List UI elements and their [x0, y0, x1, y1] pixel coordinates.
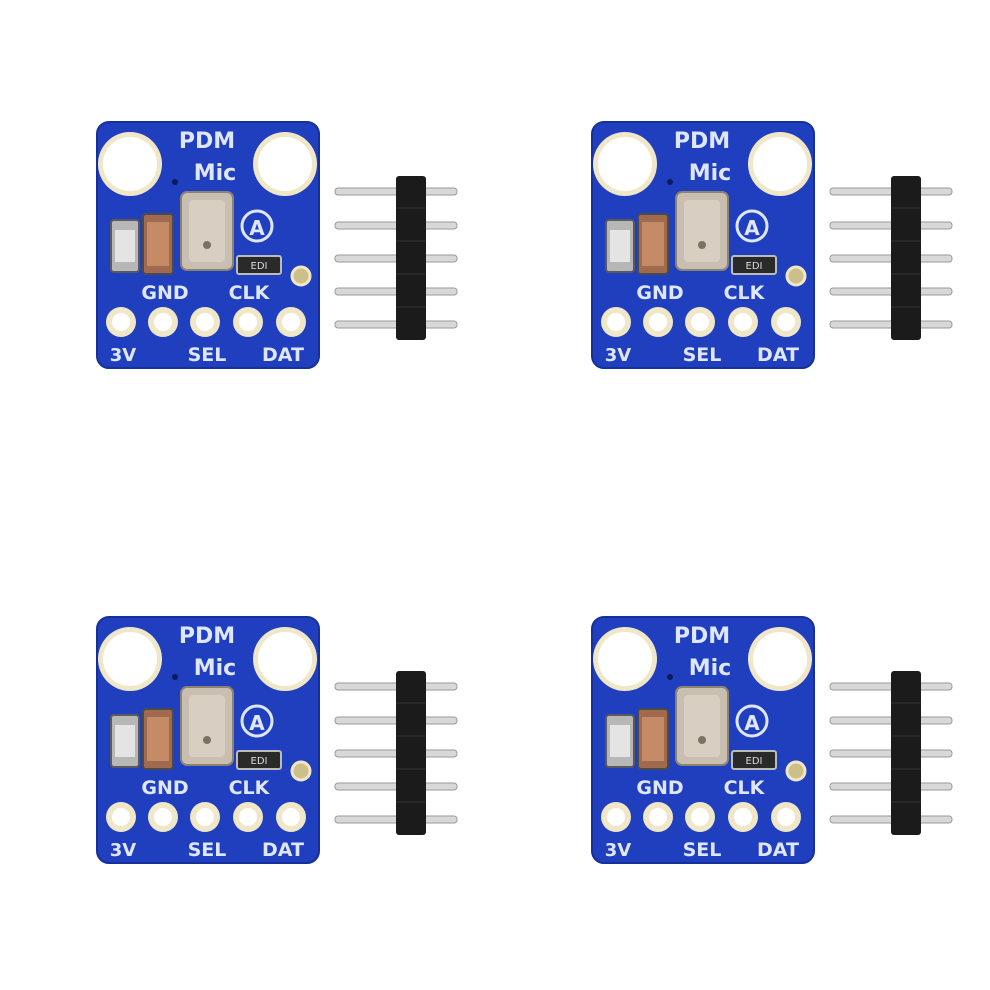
label-3v: 3V: [110, 840, 137, 861]
pin-pads: [106, 802, 306, 832]
label-dat: DAT: [262, 344, 304, 366]
breakout-board-illustration: PDM Mic A EDI GND CLK 3V SEL DAT: [591, 616, 953, 864]
logo-icon: [240, 704, 274, 738]
board-title-mic: Mic: [689, 161, 731, 186]
board-title-mic: Mic: [194, 161, 236, 186]
label-gnd: GND: [141, 282, 188, 304]
logo-letter: A: [249, 216, 265, 240]
board-title-pdm: PDM: [179, 129, 235, 154]
label-gnd: GND: [636, 777, 683, 799]
logo-letter: A: [249, 711, 265, 735]
board-unit-top-left: PDM Mic A EDI GND CLK 3V SEL DAT: [96, 118, 467, 378]
breakout-board-illustration: PDM Mic A EDI GND CLK 3V SEL DAT: [96, 121, 458, 369]
label-3v: 3V: [605, 840, 632, 861]
board-title-pdm: PDM: [674, 624, 730, 649]
label-sel: SEL: [188, 839, 227, 861]
label-dat: DAT: [757, 344, 799, 366]
label-gnd: GND: [141, 777, 188, 799]
label-clk: CLK: [229, 282, 271, 304]
logo-icon: [735, 704, 769, 738]
label-clk: CLK: [724, 282, 766, 304]
logo-letter: A: [744, 216, 760, 240]
label-gnd: GND: [636, 282, 683, 304]
label-clk: CLK: [229, 777, 271, 799]
label-sel: SEL: [188, 344, 227, 366]
board-title-mic: Mic: [689, 656, 731, 681]
logo-icon: [735, 209, 769, 243]
board-title-pdm: PDM: [674, 129, 730, 154]
pin-header: [829, 671, 953, 835]
board-unit-bottom-left: PDM Mic A EDI GND CLK 3V SEL DAT: [96, 613, 467, 873]
small-chip: [731, 255, 777, 275]
board-unit-top-right: PDM Mic A EDI GND CLK 3V SEL DAT: [591, 118, 962, 378]
label-3v: 3V: [605, 345, 632, 366]
chip-marking: EDI: [746, 756, 763, 767]
board-unit-bottom-right: PDM Mic A EDI GND CLK 3V SEL DAT: [591, 613, 962, 873]
label-3v: 3V: [110, 345, 137, 366]
breakout-board-illustration: PDM Mic A EDI GND CLK 3V SEL DAT: [96, 616, 458, 864]
chip-marking: EDI: [746, 261, 763, 272]
board-title-pdm: PDM: [179, 624, 235, 649]
pin-pads: [106, 307, 306, 337]
label-dat: DAT: [262, 839, 304, 861]
pin-header: [829, 176, 953, 340]
label-dat: DAT: [757, 839, 799, 861]
pin-pads: [601, 802, 801, 832]
label-sel: SEL: [683, 344, 722, 366]
pin-header: [334, 671, 458, 835]
logo-icon: [240, 209, 274, 243]
pin-pads: [601, 307, 801, 337]
breakout-board-illustration: PDM Mic A EDI GND CLK 3V SEL DAT: [591, 121, 953, 369]
chip-marking: EDI: [251, 756, 268, 767]
label-sel: SEL: [683, 839, 722, 861]
small-chip: [236, 255, 282, 275]
chip-marking: EDI: [251, 261, 268, 272]
small-chip: [236, 750, 282, 770]
pin-header: [334, 176, 458, 340]
label-clk: CLK: [724, 777, 766, 799]
logo-letter: A: [744, 711, 760, 735]
board-title-mic: Mic: [194, 656, 236, 681]
small-chip: [731, 750, 777, 770]
